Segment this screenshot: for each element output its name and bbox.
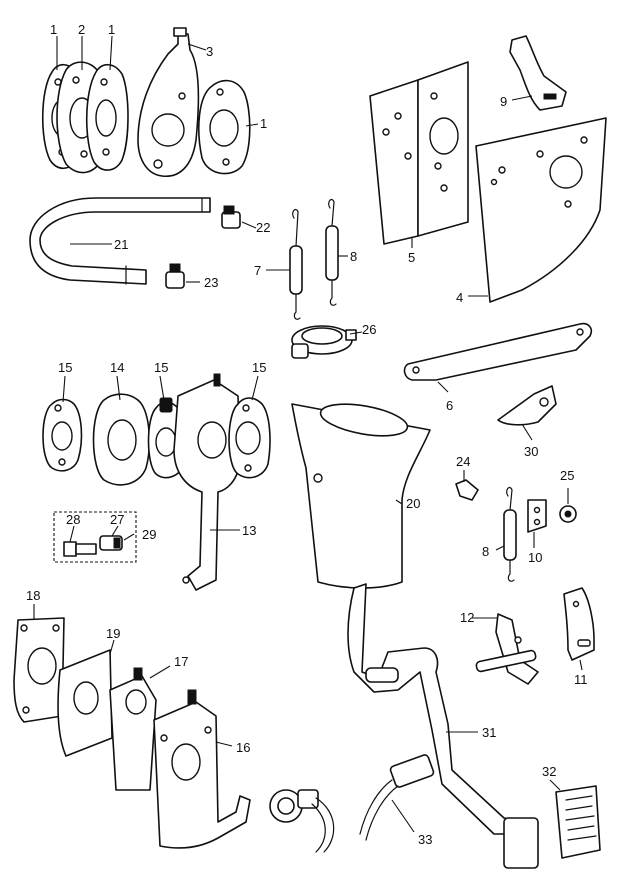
flange-16 (153, 689, 251, 849)
label-23: 23 (204, 275, 218, 290)
pin-24 (455, 479, 479, 501)
label-29: 29 (142, 527, 156, 542)
label-26: 26 (362, 322, 376, 337)
gasket-1-middle (85, 63, 129, 171)
label-10: 10 (528, 550, 542, 565)
label-24: 24 (456, 454, 470, 469)
leader-lines (33, 35, 583, 833)
label-11: 11 (574, 672, 588, 687)
label-32: 32 (542, 764, 556, 779)
label-19: 19 (106, 626, 120, 641)
label-1-b: 1 (108, 22, 115, 37)
clip-30 (497, 385, 557, 426)
fasteners-29 (53, 511, 137, 563)
label-16: 16 (236, 740, 250, 755)
label-33: 33 (418, 832, 432, 847)
label-2: 2 (78, 22, 85, 37)
part-number-labels: 1 2 1 3 1 9 5 4 22 21 23 7 8 26 6 15 14 … (26, 22, 588, 847)
gasket-15-right (228, 397, 271, 479)
spring-7 (289, 208, 303, 320)
label-18: 18 (26, 588, 40, 603)
label-9: 9 (500, 94, 507, 109)
label-15-b: 15 (154, 360, 168, 375)
bracket-9 (509, 35, 567, 111)
label-5: 5 (408, 250, 415, 265)
linkage-6 (403, 322, 593, 381)
label-4: 4 (456, 290, 463, 305)
label-14: 14 (110, 360, 124, 375)
bolt-28 (63, 541, 97, 557)
nut-27 (99, 535, 123, 551)
plate-5 (369, 61, 469, 245)
label-21: 21 (114, 237, 128, 252)
label-20: 20 (406, 496, 420, 511)
label-22: 22 (256, 220, 270, 235)
pivot-12 (475, 613, 539, 685)
clip-23 (165, 263, 185, 289)
label-7: 7 (254, 263, 261, 278)
bracket-3 (137, 27, 200, 177)
label-13: 13 (242, 523, 256, 538)
label-1-a: 1 (50, 22, 57, 37)
label-25: 25 (560, 468, 574, 483)
bracket-13 (173, 373, 241, 591)
label-28: 28 (66, 512, 80, 527)
label-31: 31 (482, 725, 496, 740)
flange-14 (92, 393, 151, 486)
label-27: 27 (110, 512, 124, 527)
flange-17-a (109, 667, 157, 791)
label-8-a: 8 (350, 249, 357, 264)
bracket-11 (563, 587, 595, 661)
gasket-1-right (198, 79, 251, 175)
plate-4 (475, 117, 607, 303)
flange-18 (13, 617, 65, 723)
gasket-19 (57, 649, 113, 757)
label-8-b: 8 (482, 544, 489, 559)
clip-22 (221, 205, 241, 229)
label-17: 17 (174, 654, 188, 669)
label-12: 12 (460, 610, 474, 625)
diaphragm-26 (291, 325, 357, 359)
bracket-10 (527, 499, 547, 533)
label-6: 6 (446, 398, 453, 413)
pedal-pad-32 (555, 785, 601, 859)
spring-8-lower (503, 486, 517, 582)
pedal-31 (347, 583, 539, 869)
label-15-c: 15 (252, 360, 266, 375)
nut-25 (559, 505, 577, 523)
switch-33 (269, 754, 435, 853)
label-15-a: 15 (58, 360, 72, 375)
label-30: 30 (524, 444, 538, 459)
boot-20 (291, 403, 431, 589)
spring-8-upper (325, 198, 339, 306)
label-1-c: 1 (260, 116, 267, 131)
label-3: 3 (206, 44, 213, 59)
pipe-21 (29, 197, 211, 285)
gasket-15-left (42, 398, 83, 472)
